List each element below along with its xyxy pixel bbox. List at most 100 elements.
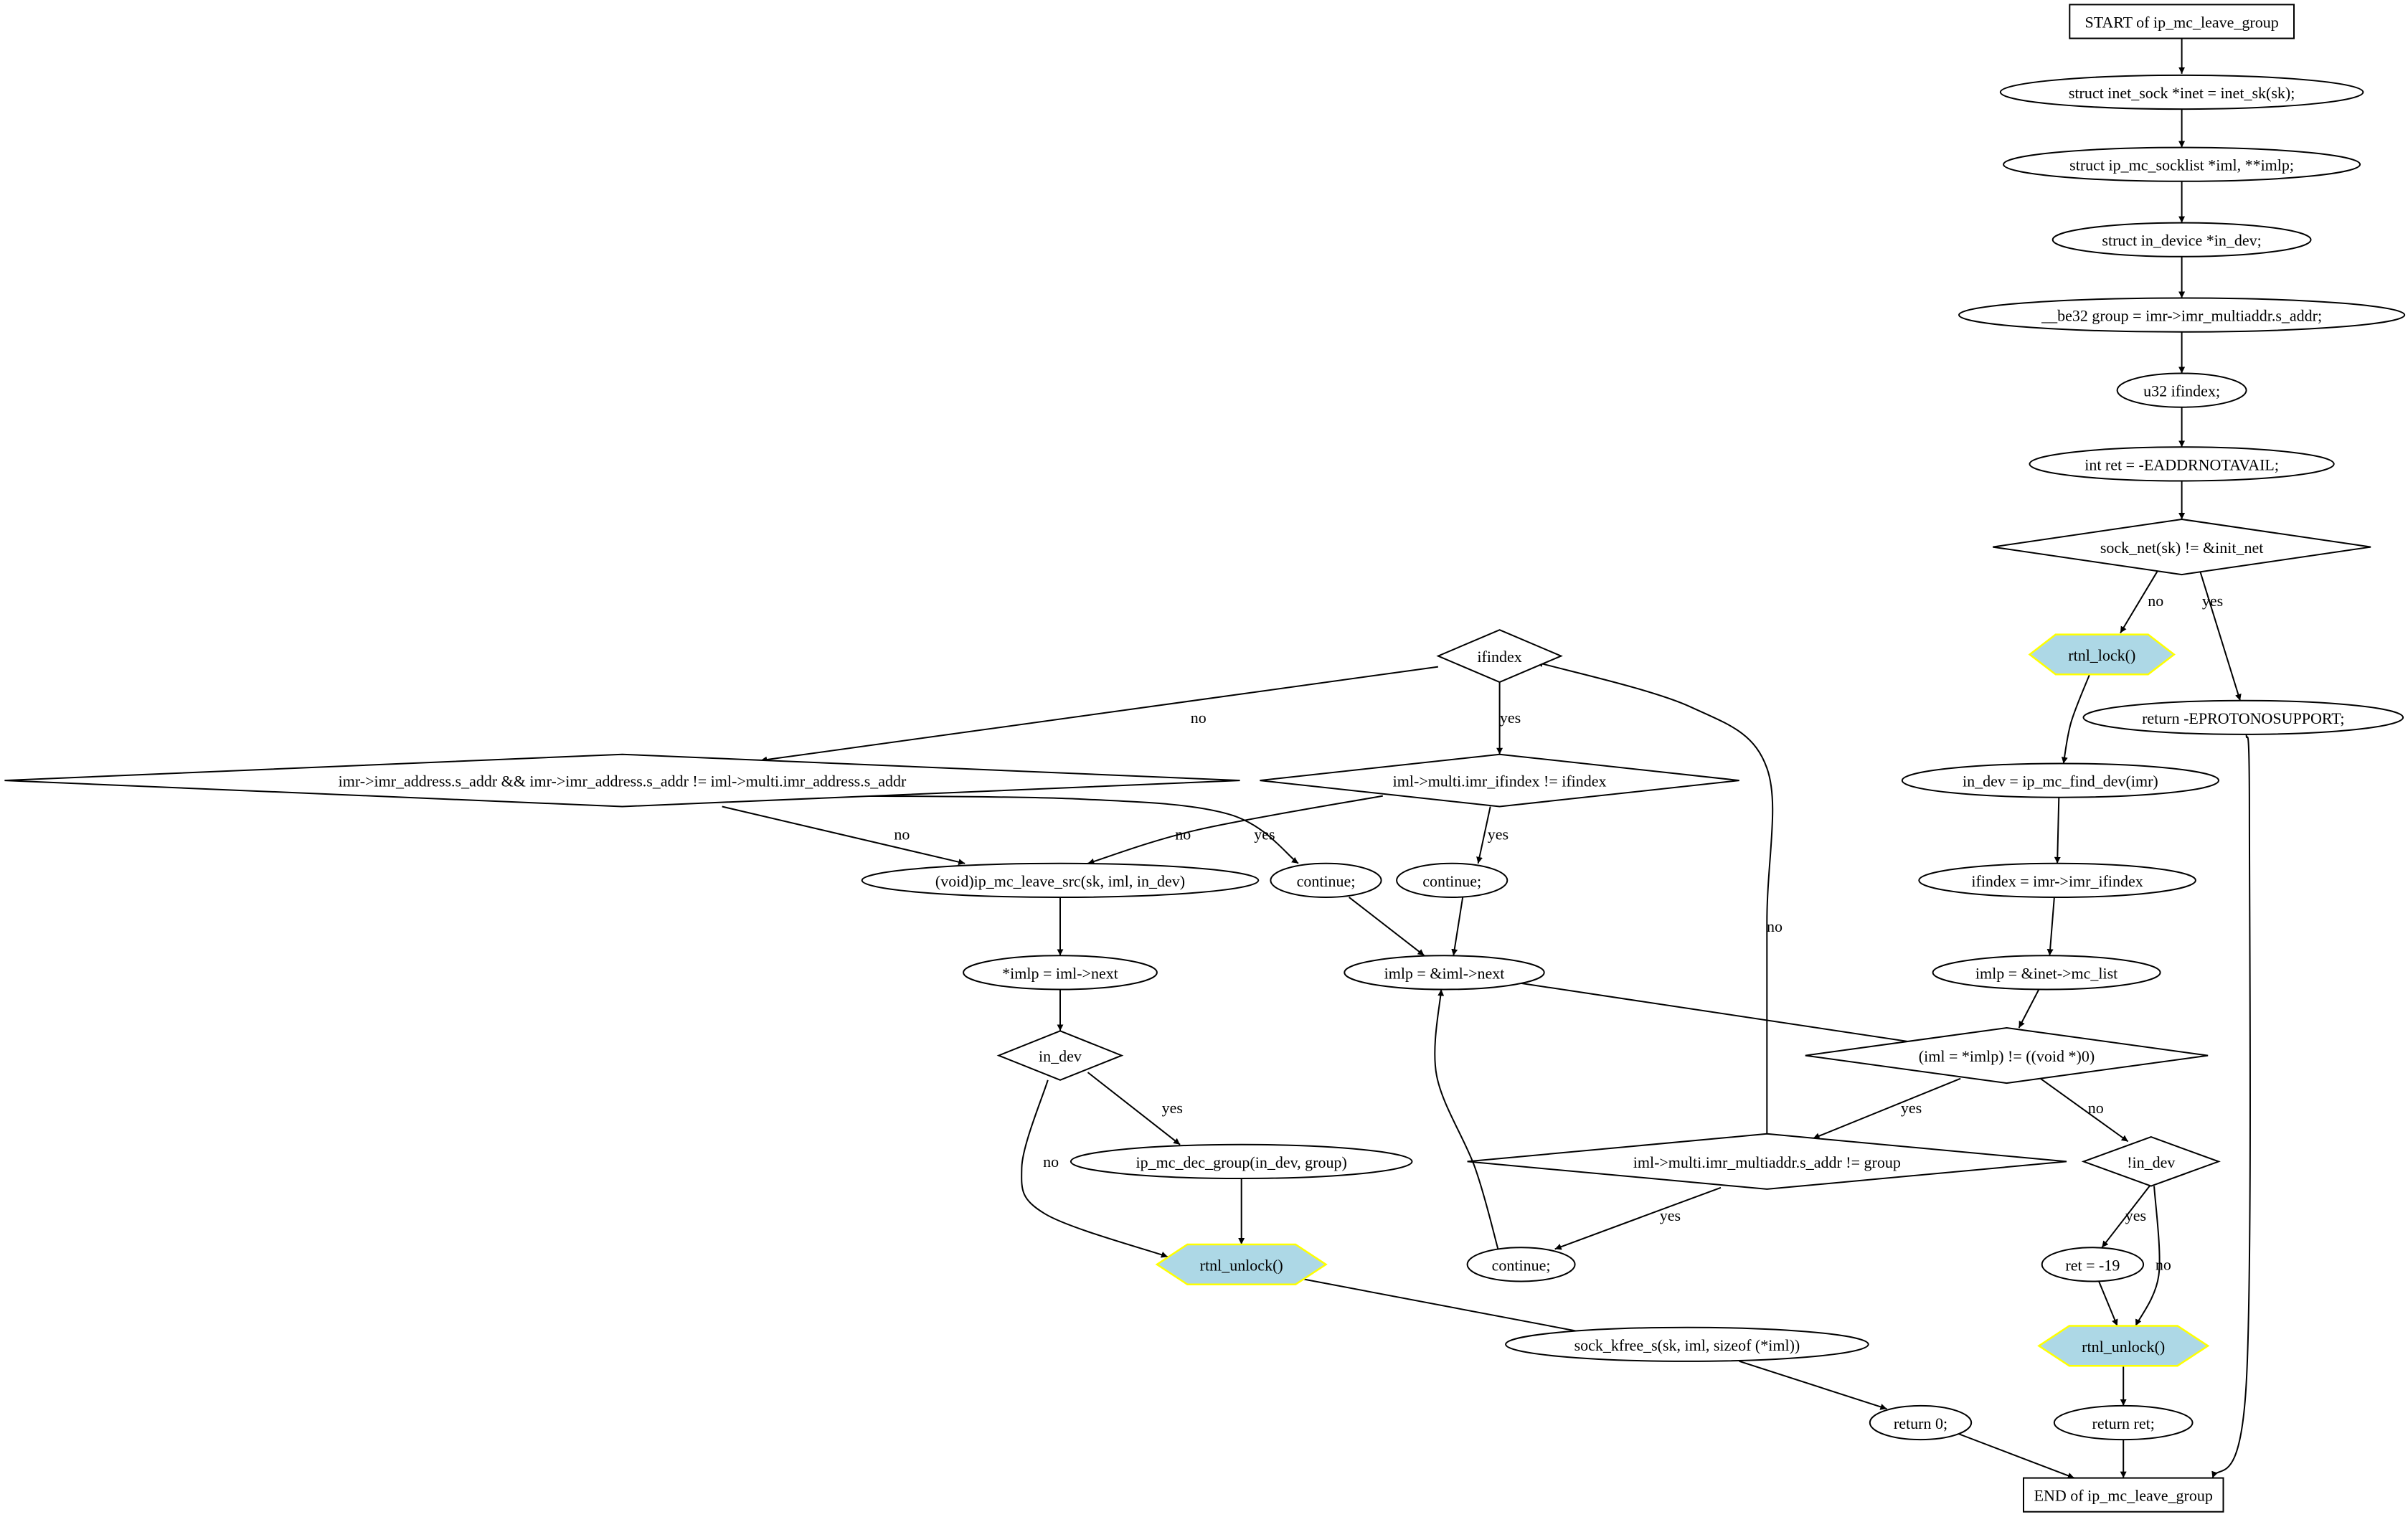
node-label: continue;	[1492, 1256, 1551, 1274]
edge-not_indev-to-rtnl_unlock_r: no	[2135, 1186, 2171, 1326]
node-label: return 0;	[1894, 1414, 1947, 1432]
node-shape	[1466, 1247, 1576, 1282]
edge-ret19-to-rtnl_unlock_r	[2098, 1281, 2118, 1326]
edge-line	[1739, 1360, 1887, 1410]
node-socknet: sock_net(sk) != &init_net	[1993, 518, 2371, 576]
node-label: in_dev	[1039, 1047, 1082, 1065]
edge-ifindex_test-to-addr_cmp: no	[760, 666, 1439, 763]
edge-socknet-to-ret_eproto: yes	[2199, 571, 2242, 701]
node-ifindex-decl: u32 ifindex;	[2116, 372, 2247, 408]
node-label: rtnl_unlock()	[2082, 1338, 2165, 1356]
edge-line	[2040, 1077, 2129, 1143]
edge-line	[1957, 1432, 2075, 1479]
node-shape	[1993, 518, 2371, 576]
node-label: return ret;	[2092, 1414, 2155, 1432]
node-label: int ret = -EADDRNOTAVAIL;	[2084, 455, 2279, 473]
node-continue-a: continue;	[1270, 862, 1382, 899]
edge-label-yes: yes	[1660, 1206, 1681, 1224]
node-label: struct ip_mc_socklist *iml, **imlp;	[2069, 156, 2294, 174]
node-label: imlp = &iml->next	[1384, 964, 1505, 982]
edge-line	[1290, 1276, 1598, 1338]
edge-continue_a-to-imlp_next	[1349, 897, 1425, 957]
edge-line	[2199, 571, 2242, 701]
edge-line	[1451, 897, 1464, 956]
edge-loop-to-not_indev: no	[2040, 1077, 2129, 1143]
node-label: (void)ip_mc_leave_src(sk, iml, in_dev)	[935, 872, 1185, 890]
node-kfree: sock_kfree_s(sk, iml, sizeof (*iml))	[1505, 1326, 1869, 1362]
node-label: continue;	[1297, 872, 1356, 890]
node-label: return -EPROTONOSUPPORT;	[2142, 709, 2344, 727]
edge-label-yes: yes	[1162, 1099, 1183, 1117]
node-not-indev: !in_dev	[2081, 1136, 2221, 1187]
node-label: sock_kfree_s(sk, iml, sizeof (*iml))	[1574, 1336, 1800, 1354]
edge-line	[1476, 806, 1491, 864]
node-label: ifindex = imr->imr_ifindex	[1971, 872, 2143, 890]
node-rtnl-unlock-r: rtnl_unlock()	[2037, 1325, 2210, 1367]
node-continue-b: continue;	[1396, 862, 1508, 899]
edge-line	[1521, 982, 1930, 1047]
node-dec-group: ip_mc_dec_group(in_dev, group)	[1070, 1143, 1413, 1180]
node-shape	[2003, 146, 2361, 182]
edge-line	[2061, 674, 2091, 764]
node-label: struct inet_sock *inet = inet_sk(sk);	[2069, 84, 2295, 102]
node-shape	[2081, 1136, 2221, 1187]
edge-label-yes: yes	[1500, 709, 1521, 727]
node-label: sock_net(sk) != &init_net	[2100, 539, 2263, 557]
node-label: in_dev = ip_mc_find_dev(imr)	[1963, 772, 2158, 790]
edge-multiaddr_cmp-to-continue_c: yes	[1554, 1186, 1722, 1250]
node-label: rtnl_lock()	[2068, 646, 2135, 664]
node-return-ret: return ret;	[2053, 1404, 2194, 1441]
edge-line	[2101, 1185, 2150, 1248]
edge-ifindex_cmp-to-continue_b: yes	[1476, 806, 1508, 864]
edge-return0-to-end	[1957, 1432, 2075, 1479]
node-ifindex-assign: ifindex = imr->imr_ifindex	[1918, 862, 2196, 899]
node-imlp-init: imlp = &inet->mc_list	[1932, 955, 2161, 991]
node-ifindex-test: ifindex	[1436, 629, 1563, 684]
node-ret19: ret = -19	[2041, 1247, 2145, 1282]
node-ifindex-cmp: iml->multi.imr_ifindex != ifindex	[1260, 753, 1739, 808]
node-multiaddr-cmp: iml->multi.imr_multiaddr.s_addr != group	[1467, 1133, 2067, 1190]
node-in-dev: in_dev	[996, 1030, 1124, 1081]
node-loop: (iml = *imlp) != ((void *)0)	[1805, 1026, 2209, 1084]
node-shape	[1999, 74, 2364, 110]
edge-line	[829, 795, 1299, 864]
node-shape	[1958, 297, 2406, 333]
edge-line	[1813, 1077, 1961, 1140]
edge-line	[1349, 897, 1425, 957]
node-shape	[2116, 372, 2247, 408]
edge-line	[2135, 1186, 2161, 1326]
node-shape	[4, 753, 1240, 808]
edge-label-no: no	[1767, 917, 1783, 935]
edge-line	[1087, 1072, 1181, 1145]
node-ret-eproto: return -EPROTONOSUPPORT;	[2082, 699, 2404, 735]
edge-line	[2018, 988, 2040, 1029]
edge-label-no: no	[2156, 1255, 2171, 1273]
node-shape	[2028, 633, 2176, 676]
edge-line	[1087, 795, 1383, 865]
node-label: *imlp = iml->next	[1002, 964, 1118, 982]
edge-label-no: no	[1043, 1153, 1059, 1171]
edge-line	[1536, 661, 1774, 1135]
node-shape	[2023, 1477, 2224, 1513]
node-ret-decl: int ret = -EADDRNOTAVAIL;	[2029, 446, 2335, 482]
edge-ifindex_cmp-to-leave_src: no	[1087, 795, 1383, 865]
node-label: START of ip_mc_leave_group	[2084, 14, 2278, 32]
edge-in_dev-to-dec_group: yes	[1087, 1072, 1183, 1145]
edge-label-no: no	[1191, 709, 1207, 727]
node-imlp-assign: *imlp = iml->next	[963, 955, 1158, 991]
node-shape	[1155, 1243, 1328, 1285]
node-label: rtnl_unlock()	[1200, 1256, 1283, 1274]
node-label: END of ip_mc_leave_group	[2034, 1487, 2213, 1505]
node-shape	[2082, 699, 2404, 735]
edge-ifindex_test-to-ifindex_cmp: yes	[1496, 682, 1521, 755]
edge-line	[1434, 989, 1499, 1249]
node-shape	[1396, 862, 1508, 899]
node-inet: struct inet_sock *inet = inet_sk(sk);	[1999, 74, 2364, 110]
node-continue-c: continue;	[1466, 1247, 1576, 1282]
edge-line	[1554, 1186, 1722, 1250]
node-shape	[1436, 629, 1563, 684]
node-shape	[2051, 222, 2312, 257]
edge-in_dev-to-rtnl_unlock_l: no	[1021, 1079, 1168, 1258]
